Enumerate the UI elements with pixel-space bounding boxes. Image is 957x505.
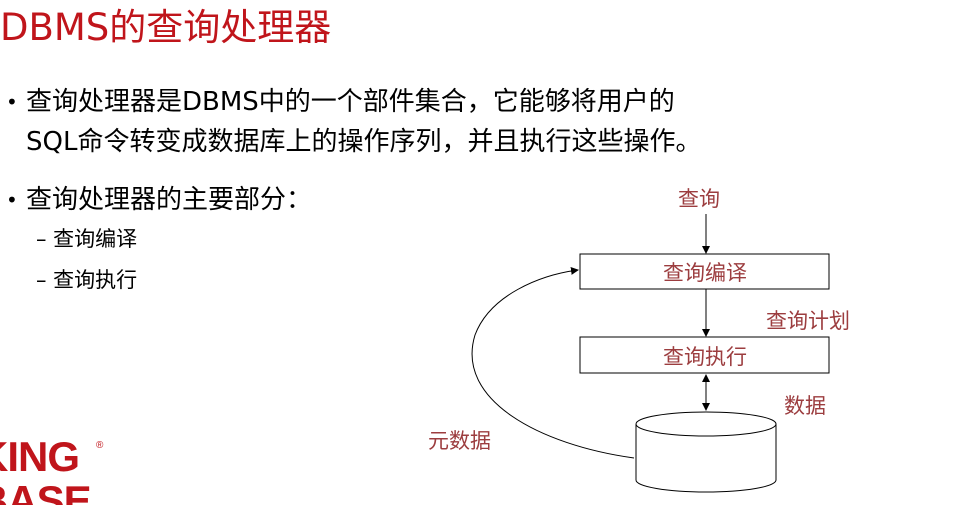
database-cylinder-icon [635,411,777,493]
metadata-label: 元数据 [428,429,491,453]
bullet-dot-icon: • [6,188,18,212]
bullet-item-2: • 查询处理器的主要部分： [6,180,312,220]
query-plan-label: 查询计划 [766,309,850,333]
bullet-1-line-2: SQL命令转变成数据库上的操作序列，并且执行这些操作。 [26,127,702,157]
bullet-1-line-1: 查询处理器是DBMS中的一个部件集合，它能够将用户的 [26,87,675,117]
bullet-dot-icon: • [6,90,18,114]
sub-item-compile: – 查询编译 [36,227,138,251]
data-label: 数据 [784,394,826,418]
compile-box [579,253,830,290]
logo-line-1: KING [0,433,80,480]
bullet-item-1: • 查询处理器是DBMS中的一个部件集合，它能够将用户的 SQL命令转变成数据库上的… [6,82,701,162]
logo-registered-mark: ® [96,440,104,451]
logo-line-2: BASE [0,477,92,505]
slide-title: DBMS的查询处理器 [0,6,332,49]
bullet-2-text: 查询处理器的主要部分： [26,185,313,215]
execute-box [579,336,830,374]
kingbase-logo: KING ® BASE [0,432,110,505]
input-query-label: 查询 [678,187,720,211]
sub-item-execute: – 查询执行 [36,268,138,292]
arrow-metadata-to-compile [471,266,635,459]
bullet-1-text: 查询处理器是DBMS中的一个部件集合，它能够将用户的 SQL命令转变成数据库上的操… [26,82,701,162]
execute-box-label: 查询执行 [663,345,747,369]
compile-box-label: 查询编译 [663,261,747,285]
